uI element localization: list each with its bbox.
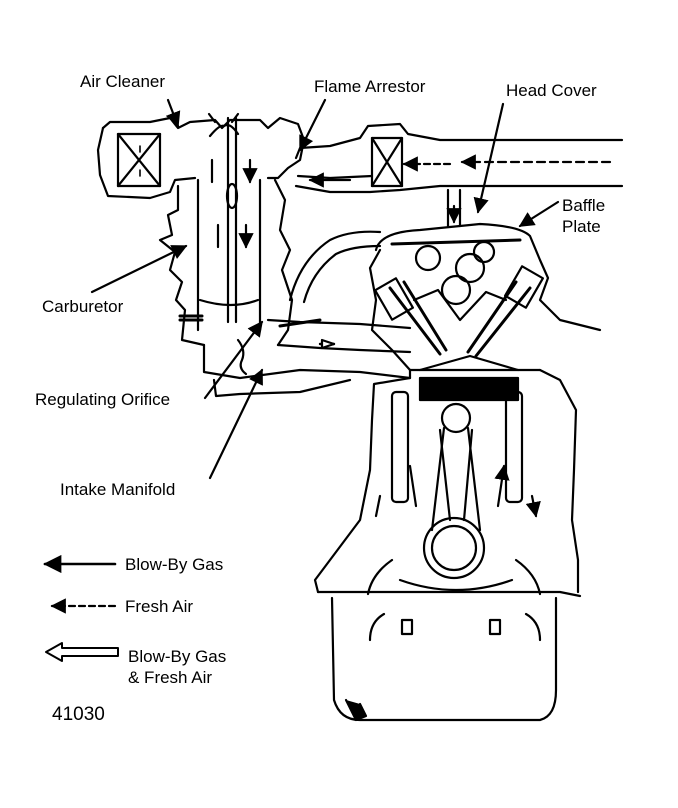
- baffle-plate-label-line2: Plate: [562, 217, 601, 236]
- legend-fresh-air-label: Fresh Air: [125, 597, 194, 616]
- engine-block: [313, 354, 580, 596]
- intake-manifold-label: Intake Manifold: [60, 480, 176, 499]
- intake-manifold: [202, 230, 412, 398]
- air-cleaner-housing: [96, 112, 306, 200]
- legend-hollow-arrow: [45, 642, 119, 662]
- carburetor: [158, 116, 294, 376]
- legend-blow-by-gas-label: Blow-By Gas: [125, 555, 224, 574]
- baffle-plate-label-line1: Baffle: [562, 196, 606, 215]
- air-cleaner-label: Air Cleaner: [80, 72, 166, 91]
- carburetor-label: Carburetor: [42, 297, 124, 316]
- legend-mixed-label-line1: Blow-By Gas: [128, 647, 227, 666]
- flame-arrestor-duct: [294, 122, 624, 228]
- cylinder-head: [368, 222, 602, 372]
- figure-number: 41030: [52, 704, 105, 725]
- head-cover-label: Head Cover: [506, 81, 597, 100]
- oil-pan: [316, 590, 582, 722]
- legend-mixed-label-line2: & Fresh Air: [128, 668, 213, 687]
- flame-arrestor-label: Flame Arrestor: [314, 77, 426, 96]
- regulating-orifice-label: Regulating Orifice: [35, 390, 171, 409]
- leader-lines: [90, 98, 560, 480]
